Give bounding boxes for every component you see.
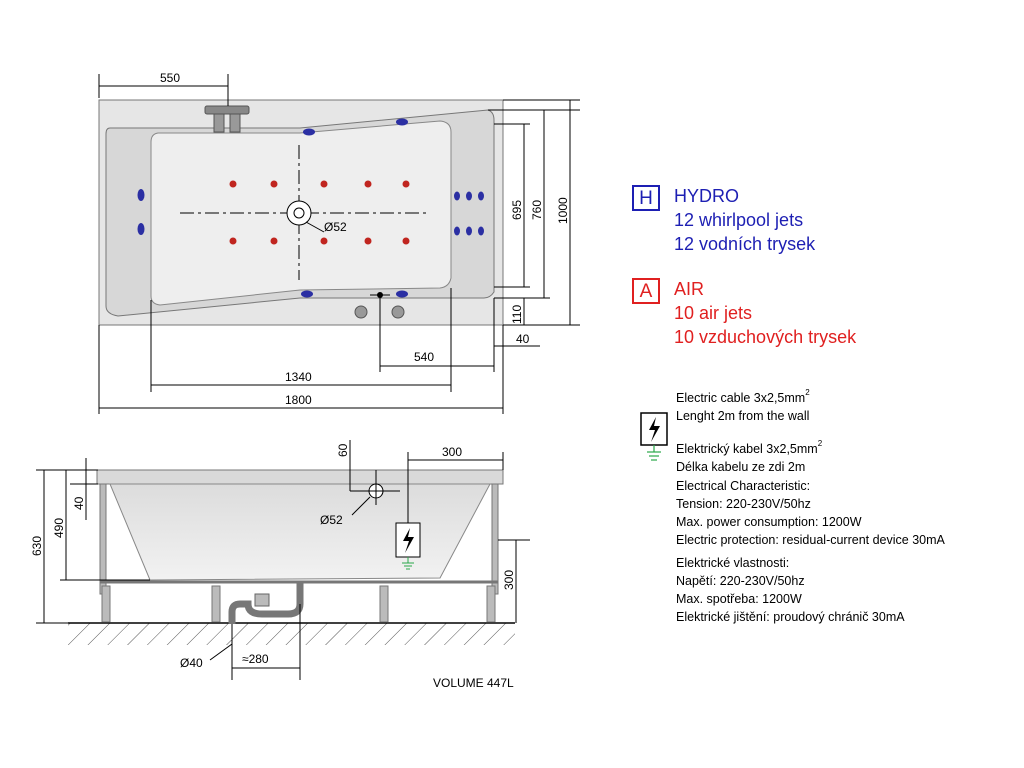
dim-1800: 1800 xyxy=(285,393,312,407)
air-line-1: 10 air jets xyxy=(674,303,753,323)
cz-power: Max. spotřeba: 1200W xyxy=(676,592,802,606)
dim-1340: 1340 xyxy=(285,370,312,384)
char-power: Max. power consumption: 1200W xyxy=(676,515,862,529)
char-protection: Electric protection: residual-current de… xyxy=(676,533,945,547)
char-tension: Tension: 220-230V/50hz xyxy=(676,497,811,511)
dim-490: 490 xyxy=(52,518,66,538)
dim-60: 60 xyxy=(336,443,350,457)
dim-40-top: 40 xyxy=(516,332,530,346)
length-cz: Délka kabelu ze zdi 2m xyxy=(676,460,806,474)
tub-body-side xyxy=(109,483,491,581)
cable-cz-superscript: 2 xyxy=(817,439,823,448)
air-letter-box: A xyxy=(632,278,660,304)
electrical-characteristic-cz: Elektrické vlastnosti: Napětí: 220-230V/… xyxy=(676,554,905,626)
hydro-line-2: 12 vodních trysek xyxy=(674,234,816,254)
cz-protection: Elektrické jištění: proudový chránič 30m… xyxy=(676,610,905,624)
faucet-icon xyxy=(204,105,250,133)
side-view: Ø52 60 300 40 490 630 300 xyxy=(30,440,530,680)
length-en: Lenght 2m from the wall xyxy=(676,409,810,423)
dim-280: ≈280 xyxy=(242,652,269,666)
dim-630: 630 xyxy=(30,536,44,556)
hydro-legend-text: HYDRO 12 whirlpool jets 12 vodních tryse… xyxy=(674,184,815,256)
dim-drain-40: Ø40 xyxy=(180,656,203,670)
dim-1000: 1000 xyxy=(556,197,570,224)
air-jets xyxy=(229,180,410,245)
cable-en-superscript: 2 xyxy=(805,388,810,397)
char-title: Electrical Characteristic: xyxy=(676,479,811,493)
siphon-pipe xyxy=(228,582,304,624)
control-knob-right xyxy=(391,305,405,319)
dim-760: 760 xyxy=(530,200,544,220)
cz-tension: Napětí: 220-230V/50hz xyxy=(676,574,805,588)
cable-cz: Elektrický kabel 3x2,5mm xyxy=(676,442,818,456)
cable-en: Electric cable 3x2,5mm xyxy=(676,391,806,405)
dim-drain-top: Ø52 xyxy=(324,220,347,234)
dim-540: 540 xyxy=(414,350,434,364)
legend-air: A AIR 10 air jets 10 vzduchových trysek xyxy=(632,278,856,349)
air-title: AIR xyxy=(674,279,705,299)
electrical-characteristic: Electrical Characteristic: Tension: 220-… xyxy=(676,477,945,549)
cz-title: Elektrické vlastnosti: xyxy=(676,556,790,570)
hydro-line-1: 12 whirlpool jets xyxy=(674,210,804,230)
electric-hazard-icon xyxy=(640,412,668,461)
dim-695: 695 xyxy=(510,200,524,220)
electric-cable-info: Electric cable 3x2,5mm2 Lenght 2m from t… xyxy=(676,384,822,476)
control-knob-left xyxy=(354,305,368,319)
top-view: Ø52 xyxy=(98,71,580,414)
floor-hatch xyxy=(68,623,515,645)
air-legend-text: AIR 10 air jets 10 vzduchových trysek xyxy=(674,277,856,349)
hydro-title: HYDRO xyxy=(674,186,740,206)
dim-300-side: 300 xyxy=(502,570,516,590)
tub-rim-side xyxy=(96,469,504,485)
dim-40-side: 40 xyxy=(72,496,86,510)
tub-volume: VOLUME 447L xyxy=(433,676,514,690)
air-line-2: 10 vzduchových trysek xyxy=(674,327,857,347)
dim-300-top: 300 xyxy=(442,445,462,459)
tub-legs xyxy=(101,585,496,623)
tub-electrical-box xyxy=(395,522,421,570)
dim-110: 110 xyxy=(510,305,524,324)
dim-550: 550 xyxy=(160,71,180,85)
dim-overflow-side: Ø52 xyxy=(320,513,343,527)
legend-hydro: H HYDRO 12 whirlpool jets 12 vodních try… xyxy=(632,185,815,256)
hydro-jets xyxy=(137,118,484,298)
hydro-letter-box: H xyxy=(632,185,660,211)
